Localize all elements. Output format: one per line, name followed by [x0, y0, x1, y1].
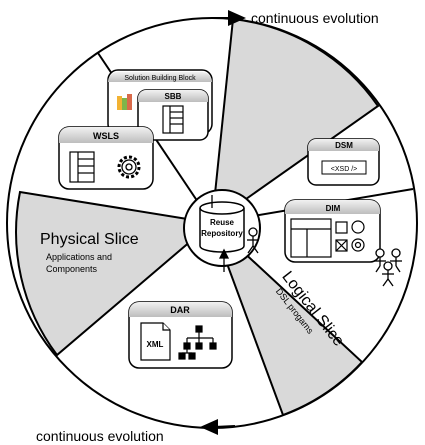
wsls-card: WSLS [58, 126, 154, 190]
center-label-line2: Repository [201, 229, 243, 238]
wsls-label: WSLS [93, 131, 119, 141]
physical-slice-sub2: Components [46, 264, 98, 274]
people-group-icon [374, 248, 402, 287]
document-table-icon [69, 151, 95, 183]
xsd-tag: <XSD /> [331, 166, 357, 173]
logical-slice-wedge [211, 222, 364, 417]
bottom-evolution-arrow [200, 419, 236, 435]
top-evolution-arrow [212, 10, 246, 26]
sbb-card: SBB [137, 89, 209, 141]
physical-slice-wedge [15, 190, 215, 357]
physical-slice-sub1: Applications and [46, 252, 112, 262]
center-label-line1: Reuse [210, 218, 235, 227]
dar-card: DAR XML [128, 301, 233, 369]
dsm-card: DSM <XSD /> [307, 138, 380, 186]
top-evolution-label: continuous evolution [251, 10, 379, 26]
solution-building-block-label: Solution Building Block [124, 75, 196, 82]
top-slice-wedge [210, 17, 380, 226]
colored-blocks-icon [117, 94, 132, 110]
xml-file-icon [140, 322, 171, 361]
dim-label: DIM [326, 204, 341, 213]
database-icon [199, 201, 245, 253]
shapes-icon [335, 220, 365, 252]
gear-icon [117, 155, 141, 179]
sbb-label: SBB [165, 92, 182, 101]
table-icon [162, 105, 184, 134]
hub-connector-arrows [211, 195, 230, 272]
bottom-evolution-label: continuous evolution [36, 428, 164, 444]
dsm-label: DSM [335, 141, 353, 150]
user-icon [247, 227, 259, 254]
dim-card: DIM [284, 199, 381, 263]
physical-slice-title: Physical Slice [40, 231, 139, 248]
dar-label: DAR [170, 305, 190, 315]
hierarchy-icon [178, 325, 217, 360]
xml-label: XML [147, 340, 164, 349]
layout-icon [290, 218, 332, 258]
